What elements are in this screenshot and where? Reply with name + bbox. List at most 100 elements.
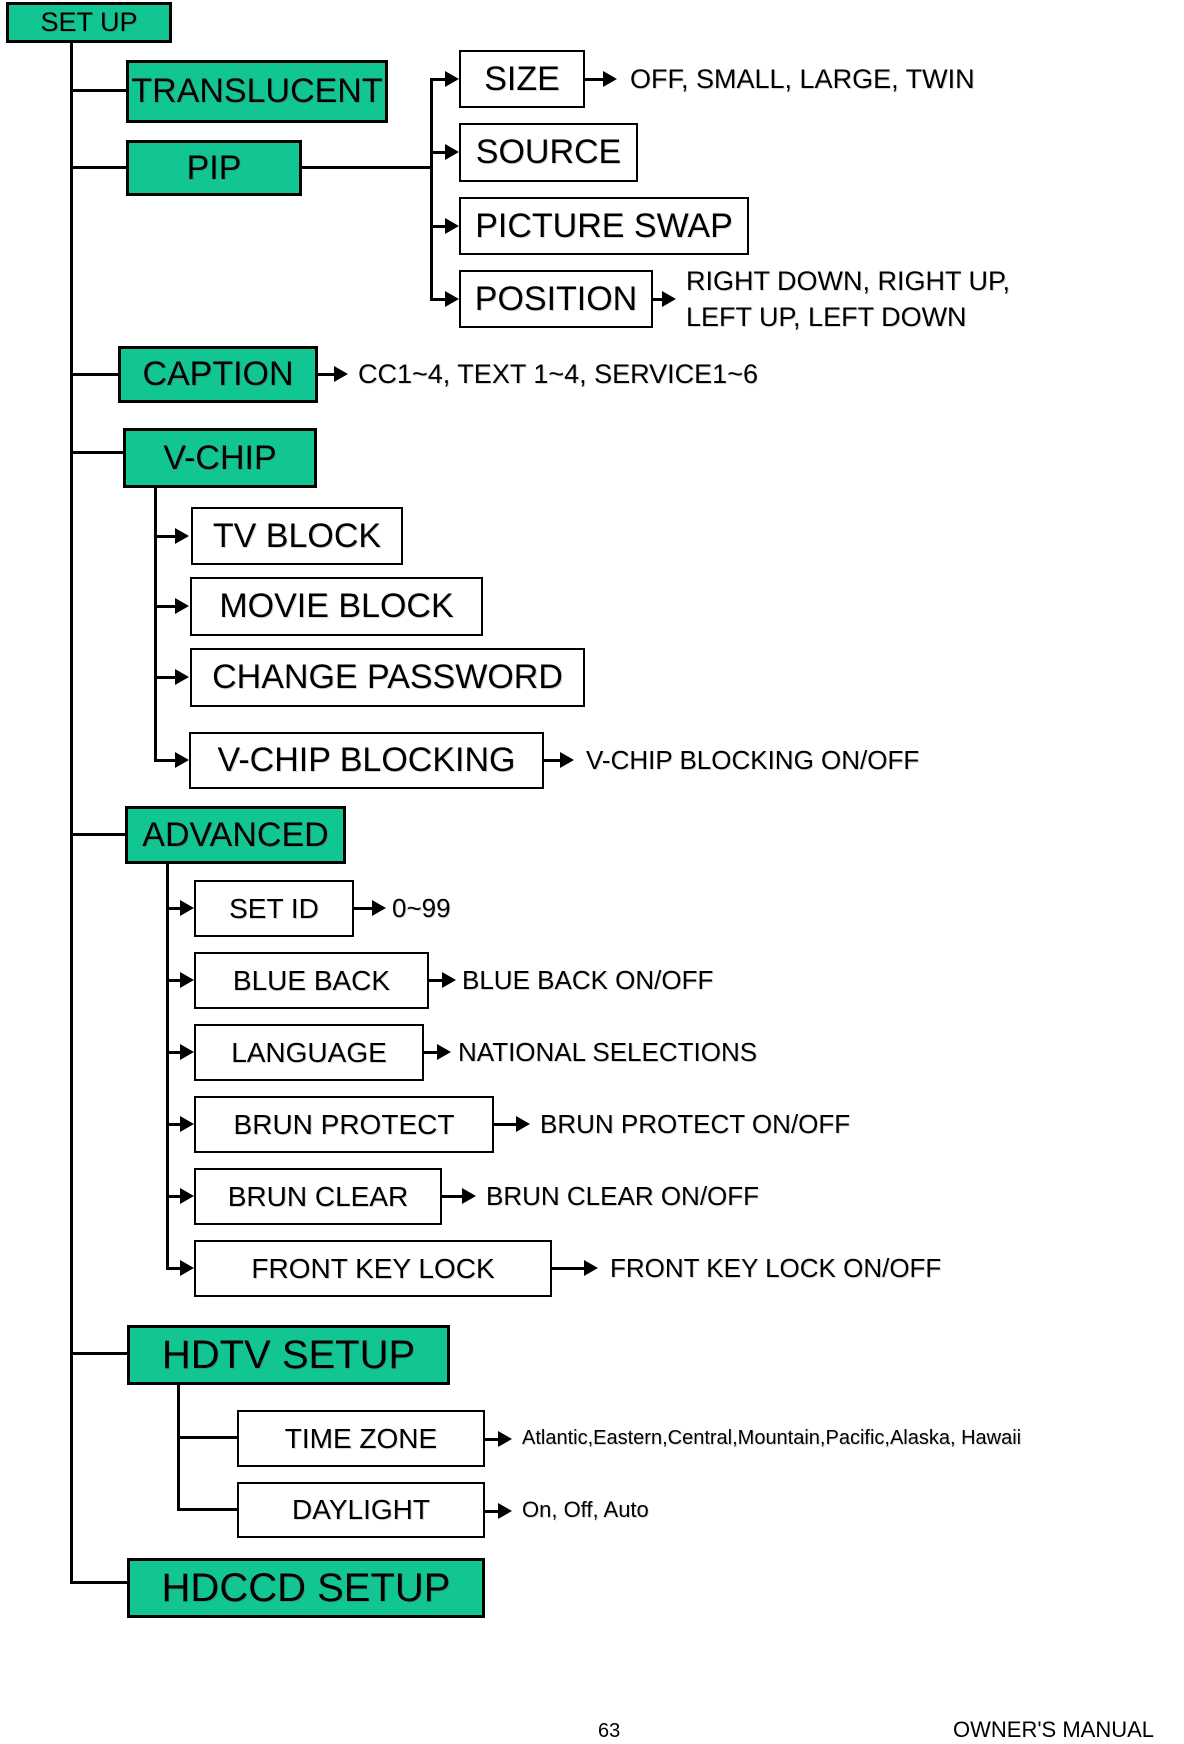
size-options-text: OFF, SMALL, LARGE, TWIN — [630, 63, 975, 94]
daylight-options-line — [485, 1510, 500, 1513]
node-daylight: DAYLIGHT — [237, 1482, 485, 1538]
language-options-text: NATIONAL SELECTIONS — [458, 1037, 758, 1067]
arrowhead-blue-back-icon — [180, 972, 194, 988]
caption-options-line — [318, 373, 336, 376]
position-options-text-line2: LEFT UP, LEFT DOWN — [686, 301, 967, 332]
node-caption: CAPTION — [118, 346, 318, 403]
position-options-text-line1: RIGHT DOWN, RIGHT UP, — [686, 265, 1011, 296]
connector-vchip — [70, 451, 123, 454]
set-id-options-line — [354, 907, 374, 910]
arrowhead-tv-block-icon — [175, 528, 189, 544]
arrowhead-caption-options-icon — [334, 366, 348, 382]
arrowhead-source-icon — [445, 144, 459, 160]
hdtv-branch-vline — [177, 1385, 180, 1510]
node-source: SOURCE — [459, 123, 638, 182]
connector-advanced — [70, 833, 125, 836]
arrowhead-brun-protect-icon — [180, 1116, 194, 1132]
node-hdtv-setup: HDTV SETUP — [127, 1325, 450, 1385]
footer-manual-label: OWNER'S MANUAL — [953, 1717, 1154, 1742]
connector-caption — [70, 373, 118, 376]
arrowhead-language-icon — [180, 1044, 194, 1060]
stub-blue-back — [166, 979, 181, 982]
brun-clear-options-line — [442, 1195, 464, 1198]
connector-pip — [70, 166, 126, 169]
pip-branch-vline — [430, 78, 433, 300]
trunk-connector-line — [70, 43, 73, 1583]
node-tv-block: TV BLOCK — [191, 507, 403, 565]
arrowhead-language-options-icon — [437, 1044, 451, 1060]
size-options-line — [585, 78, 605, 81]
node-blue-back: BLUE BACK — [194, 952, 429, 1009]
time-zone-options-line — [485, 1438, 500, 1441]
arrowhead-brun-clear-icon — [180, 1188, 194, 1204]
node-vchip: V-CHIP — [123, 428, 317, 488]
brun-clear-options-text: BRUN CLEAR ON/OFF — [486, 1181, 760, 1211]
arrowhead-brun-protect-options-icon — [516, 1116, 530, 1132]
arrowhead-size-options-icon — [603, 71, 617, 87]
node-advanced: ADVANCED — [125, 806, 346, 864]
node-language: LANGUAGE — [194, 1024, 424, 1081]
arrowhead-front-key-lock-options-icon — [584, 1260, 598, 1276]
node-set-id: SET ID — [194, 880, 354, 937]
node-change-password: CHANGE PASSWORD — [190, 648, 585, 707]
arrowhead-vchip-blocking-options-icon — [560, 752, 574, 768]
stub-position — [430, 298, 447, 301]
node-vchip-blocking: V-CHIP BLOCKING — [189, 732, 544, 789]
arrowhead-size-icon — [445, 71, 459, 87]
arrowhead-position-icon — [445, 291, 459, 307]
arrowhead-front-key-lock-icon — [180, 1260, 194, 1276]
arrowhead-change-password-icon — [175, 669, 189, 685]
arrowhead-position-options-icon — [662, 291, 676, 307]
stub-language — [166, 1051, 181, 1054]
arrowhead-vchip-blocking-icon — [175, 752, 189, 768]
arrowhead-brun-clear-options-icon — [462, 1188, 476, 1204]
stub-daylight — [177, 1508, 237, 1511]
arrowhead-time-zone-options-icon — [498, 1431, 512, 1447]
node-translucent: TRANSLUCENT — [126, 60, 388, 123]
stub-brun-protect — [166, 1123, 181, 1126]
stub-vchip-blocking — [154, 759, 177, 762]
node-time-zone: TIME ZONE — [237, 1410, 485, 1467]
arrowhead-set-id-options-icon — [372, 900, 386, 916]
language-options-line — [424, 1051, 439, 1054]
node-brun-clear: BRUN CLEAR — [194, 1168, 442, 1225]
stub-size — [430, 78, 447, 81]
advanced-branch-vline — [166, 864, 169, 1268]
brun-protect-options-line — [494, 1123, 518, 1126]
caption-options-text: CC1~4, TEXT 1~4, SERVICE1~6 — [358, 359, 758, 389]
stub-tv-block — [154, 535, 177, 538]
node-size: SIZE — [459, 50, 585, 108]
arrowhead-blue-back-options-icon — [442, 972, 456, 988]
stub-time-zone — [177, 1436, 237, 1439]
vchip-blocking-options-line — [544, 759, 562, 762]
page-number: 63 — [598, 1720, 621, 1742]
node-pip: PIP — [126, 140, 302, 196]
arrowhead-set-id-icon — [180, 900, 194, 916]
connector-hdtv-setup — [70, 1352, 127, 1355]
set-id-options-text: 0~99 — [392, 893, 451, 923]
front-key-lock-options-line — [552, 1267, 586, 1270]
vchip-blocking-options-text: V-CHIP BLOCKING ON/OFF — [586, 745, 920, 775]
position-options-line — [653, 298, 664, 301]
connector-hdccd-setup — [70, 1581, 127, 1584]
node-picture-swap: PICTURE SWAP — [459, 197, 749, 255]
connector-translucent — [70, 89, 126, 92]
pip-branch-hline — [302, 165, 432, 169]
arrowhead-picture-swap-icon — [445, 218, 459, 234]
time-zone-options-text: Atlantic,Eastern,Central,Mountain,Pacifi… — [522, 1427, 1022, 1449]
vchip-branch-vline — [154, 488, 157, 760]
stub-brun-clear — [166, 1195, 181, 1198]
brun-protect-options-text: BRUN PROTECT ON/OFF — [540, 1109, 851, 1139]
stub-set-id — [166, 907, 181, 910]
arrowhead-daylight-options-icon — [498, 1503, 512, 1519]
node-front-key-lock: FRONT KEY LOCK — [194, 1240, 552, 1297]
daylight-options-text: On, Off, Auto — [522, 1497, 649, 1522]
node-movie-block: MOVIE BLOCK — [190, 577, 483, 636]
stub-front-key-lock — [166, 1267, 181, 1270]
stub-source — [430, 151, 447, 154]
node-position: POSITION — [459, 270, 653, 328]
stub-movie-block — [154, 605, 177, 608]
blue-back-options-text: BLUE BACK ON/OFF — [462, 965, 714, 995]
node-hdccd-setup: HDCCD SETUP — [127, 1558, 485, 1618]
